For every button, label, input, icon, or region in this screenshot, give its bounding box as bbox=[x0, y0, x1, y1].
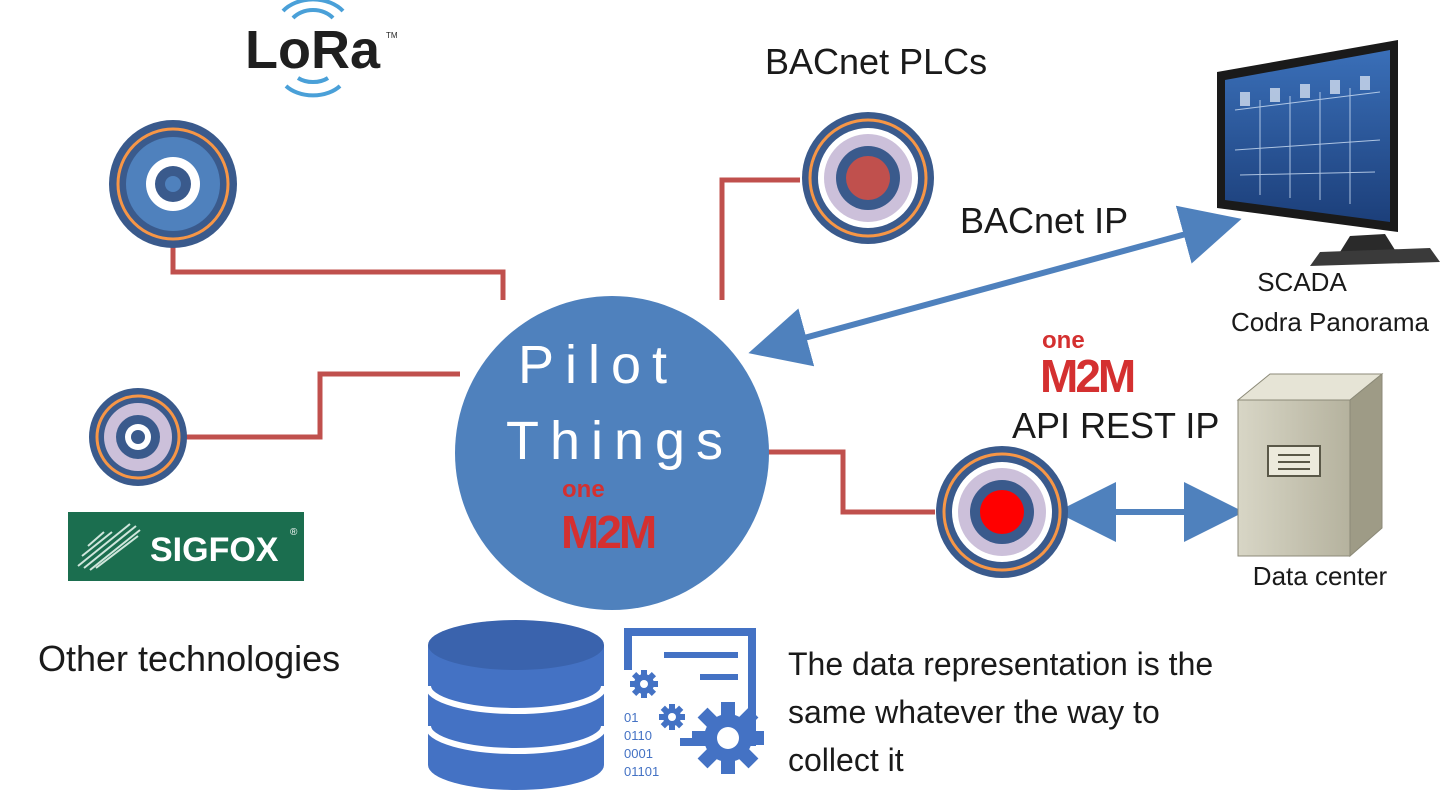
svg-text:M2M: M2M bbox=[1040, 350, 1134, 402]
hub-title-line1: Pilot bbox=[518, 335, 678, 395]
sigfox-logo: SIGFOX ® bbox=[68, 512, 304, 581]
data-representation-line1: The data representation is the bbox=[788, 646, 1213, 682]
sigfox-device-target bbox=[89, 388, 187, 486]
svg-text:one: one bbox=[1042, 327, 1085, 354]
bacnet-ip-arrow bbox=[748, 205, 1242, 367]
lora-wordmark: LoRa bbox=[245, 20, 381, 80]
scada-product-label: Codra Panorama bbox=[1231, 307, 1430, 337]
bacnet-plcs-label: BACnet PLCs bbox=[765, 41, 987, 82]
binary-line-3: 0001 bbox=[624, 746, 653, 761]
connector-api bbox=[752, 449, 935, 515]
database-icon bbox=[425, 620, 607, 790]
data-representation-line2: same whatever the way to bbox=[788, 694, 1160, 730]
scada-monitor-icon bbox=[1217, 40, 1440, 266]
gear-icon-medium bbox=[659, 704, 685, 730]
pilot-things-hub: Pilot Things one M2M bbox=[455, 296, 769, 610]
lora-device-target bbox=[109, 120, 237, 248]
bacnet-plc-target bbox=[802, 112, 934, 244]
onem2m-logo-api: one M2M bbox=[1040, 327, 1137, 402]
api-rest-ip-label: API REST IP bbox=[1012, 405, 1219, 446]
api-rest-target bbox=[936, 446, 1068, 578]
svg-text:one: one bbox=[562, 476, 605, 503]
bacnet-ip-label: BACnet IP bbox=[960, 200, 1128, 241]
binary-line-2: 0110 bbox=[624, 728, 652, 743]
connector-sigfox bbox=[185, 371, 460, 440]
connector-lora bbox=[170, 235, 506, 300]
document-gears-icon: 01 0110 0001 01101 bbox=[610, 628, 764, 779]
onem2m-logo-hub: one M2M bbox=[561, 476, 658, 558]
server-cabinet-icon bbox=[1236, 372, 1384, 558]
svg-text:M2M: M2M bbox=[561, 506, 655, 558]
lora-signal-icon bbox=[291, 8, 335, 20]
sigfox-registered: ® bbox=[290, 527, 298, 538]
scada-label: SCADA bbox=[1257, 267, 1347, 297]
other-technologies-label: Other technologies bbox=[38, 638, 340, 679]
data-center-label: Data center bbox=[1253, 561, 1388, 591]
hub-title-line2: Things bbox=[506, 411, 734, 471]
binary-line-4: 01101 bbox=[624, 764, 659, 779]
connector-lines bbox=[170, 177, 935, 515]
lora-logo: LoRa TM bbox=[245, 0, 398, 98]
binary-line-1: 01 bbox=[624, 710, 638, 725]
gear-icon-large bbox=[692, 702, 764, 774]
gear-icon-small bbox=[630, 670, 658, 698]
data-representation-line3: collect it bbox=[788, 742, 904, 778]
lora-trademark: TM bbox=[386, 31, 398, 40]
connector-bacnet-plc bbox=[719, 177, 800, 300]
sigfox-feather-icon bbox=[77, 523, 141, 571]
sigfox-wordmark: SIGFOX bbox=[150, 531, 279, 569]
